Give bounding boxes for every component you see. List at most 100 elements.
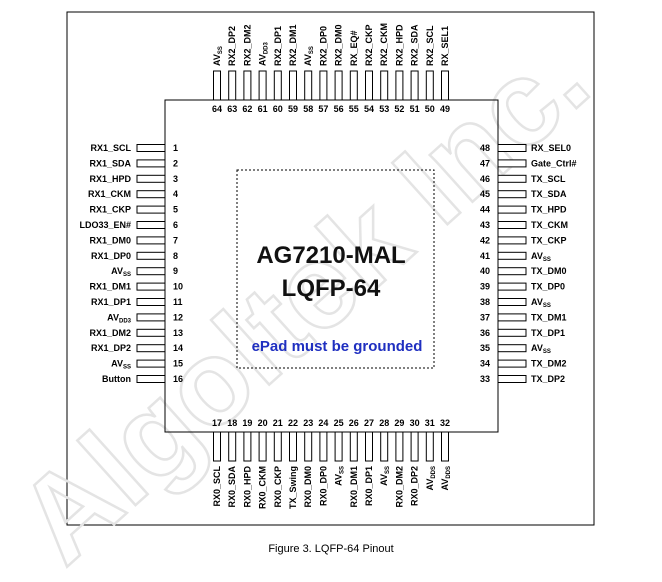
pin-label: AVSS <box>303 46 315 66</box>
pin-number: 11 <box>173 297 183 307</box>
pin-number: 23 <box>303 418 313 428</box>
pin-label: TX_DM2 <box>531 359 567 369</box>
pin-label: RX0_SDA <box>227 466 237 508</box>
pin-bottom: RX0_SDA 18 <box>227 418 237 508</box>
pin-lead <box>334 431 343 462</box>
pin-label: RX0_DM1 <box>349 466 359 508</box>
pin-label: TX_SCL <box>531 174 566 184</box>
pin-number: 15 <box>173 359 183 369</box>
pin-label: AVDD3 <box>107 312 132 324</box>
pin-number: 9 <box>173 266 178 276</box>
pin-lead <box>497 159 527 168</box>
pin-label: RX0_DP0 <box>318 466 328 506</box>
epad-note: ePad must be grounded <box>252 338 423 355</box>
pin-number: 49 <box>440 104 450 114</box>
pin-number: 50 <box>425 104 435 114</box>
pin-lead <box>497 205 527 214</box>
pin-lead <box>395 70 404 101</box>
pin-number: 64 <box>212 104 222 114</box>
pin-label: RX1_HPD <box>89 174 131 184</box>
pin-label: TX_DP0 <box>531 282 565 292</box>
pin-number: 35 <box>480 343 490 353</box>
pin-number: 3 <box>173 174 178 184</box>
pin-lead <box>136 144 166 152</box>
pin-number: 7 <box>173 235 178 245</box>
pin-label: TX_DM1 <box>531 312 567 322</box>
pin-number: 55 <box>349 104 359 114</box>
pin-lead <box>136 190 166 199</box>
pin-number: 38 <box>480 297 490 307</box>
pin-lead <box>136 375 166 383</box>
pin-lead <box>395 431 404 462</box>
pin-label: RX2_DM2 <box>242 24 252 66</box>
pin-label: RX_SEL1 <box>440 26 450 66</box>
pin-label: AVDDS <box>425 466 437 491</box>
pin-number: 58 <box>303 104 313 114</box>
pin-label: RX1_DP1 <box>91 297 131 307</box>
pin-label: AVDD3 <box>258 41 270 66</box>
pin-label: RX2_DP0 <box>318 26 328 66</box>
pin-label: RX0_CKM <box>258 466 268 509</box>
pin-label: AVSS <box>212 46 224 66</box>
pin-lead <box>497 174 527 183</box>
pin-lead <box>441 70 449 101</box>
pin-lead <box>136 251 166 260</box>
pin-number: 40 <box>480 266 490 276</box>
pin-number: 46 <box>480 174 490 184</box>
pin-lead <box>349 431 358 462</box>
pin-number: 10 <box>173 282 183 292</box>
pin-label: RX2_CKM <box>379 23 389 66</box>
pin-number: 8 <box>173 251 178 261</box>
pin-number: 32 <box>440 418 450 428</box>
pin-lead <box>136 267 166 276</box>
pin-number: 18 <box>227 418 237 428</box>
pin-label: RX1_DM0 <box>89 235 131 245</box>
pin-left: RX1_DP1 11 <box>91 297 183 307</box>
pin-lead <box>304 431 313 462</box>
pin-top: RX2_DP2 63 <box>227 26 237 114</box>
pin-label: TX_CKP <box>531 235 567 245</box>
pin-number: 63 <box>227 104 237 114</box>
pin-lead <box>497 190 527 199</box>
pin-lead <box>304 70 313 101</box>
pin-label: RX2_DP2 <box>227 26 237 66</box>
pin-lead <box>136 236 166 245</box>
pin-label: TX_DP1 <box>531 328 565 338</box>
pin-lead <box>136 359 166 368</box>
pin-label: AVSS <box>334 466 346 486</box>
pin-lead <box>243 431 252 462</box>
pin-lead <box>497 359 527 368</box>
pin-number: 19 <box>242 418 252 428</box>
pin-label: RX2_CKP <box>364 24 374 66</box>
pin-lead <box>258 431 267 462</box>
pin-label: AVSS <box>111 359 131 371</box>
pin-lead <box>228 431 237 462</box>
pin-lead <box>497 344 527 353</box>
pin-number: 28 <box>379 418 389 428</box>
pin-number: 61 <box>258 104 268 114</box>
pin-label: RX0_SCL <box>212 466 222 507</box>
pin-number: 56 <box>334 104 344 114</box>
pin-label: Button <box>102 374 131 384</box>
pin-number: 45 <box>480 189 490 199</box>
pin-number: 42 <box>480 235 490 245</box>
